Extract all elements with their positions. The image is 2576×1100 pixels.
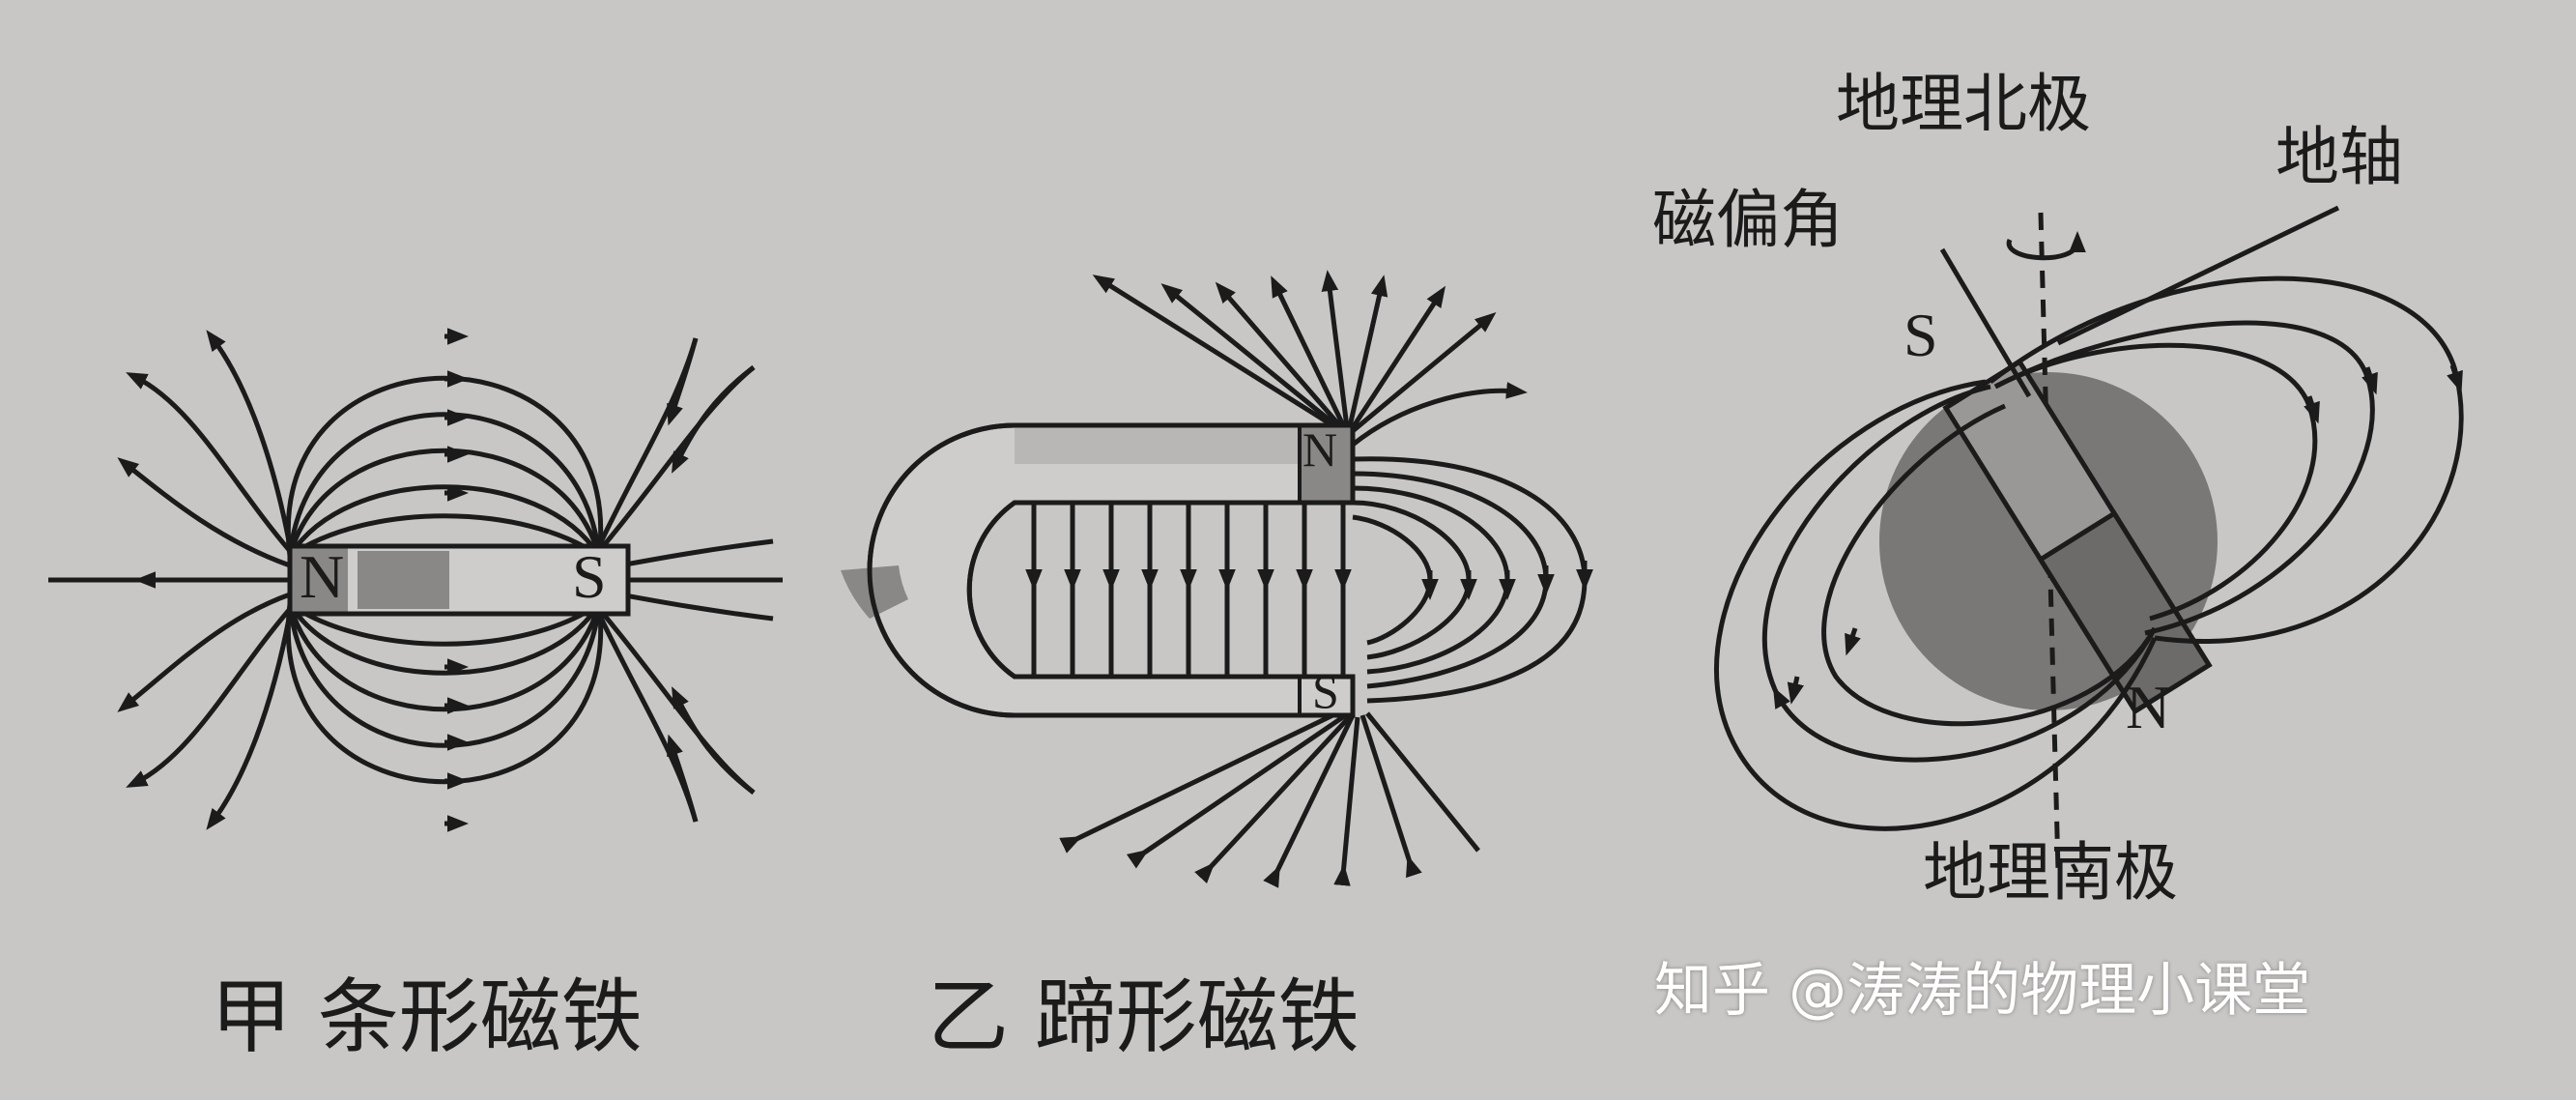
bar-field-line-bottom-1	[288, 601, 601, 647]
earth-field-panel	[1714, 205, 2464, 871]
declination-leader-line	[1939, 247, 2032, 398]
earth-north-magnetic-pole-label: N	[2126, 673, 2171, 741]
bar-magnet-body	[287, 543, 631, 617]
earth-south-magnetic-pole-label: S	[1903, 301, 1938, 369]
geographic-south-label: 地理南极	[1923, 835, 2178, 910]
bar-north-pole-label: N	[300, 542, 345, 611]
declination-label: 磁偏角	[1652, 183, 1844, 257]
horseshoe-south-pole-label: S	[1312, 664, 1339, 718]
horseshoe-magnet-caption: 乙 蹄形磁铁	[928, 970, 1360, 1064]
earth-field-lines	[1714, 205, 2464, 831]
horseshoe-field-lines	[1025, 270, 1593, 888]
horseshoe-magnet-panel	[841, 270, 1593, 888]
earth-inner-magnet	[1942, 358, 2213, 715]
bar-south-pole-label: S	[572, 542, 607, 611]
watermark: 知乎 @涛涛的物理小课堂	[1654, 957, 2311, 1025]
geographic-north-label: 地理北极	[1836, 67, 2091, 141]
bar-magnet-panel	[48, 328, 783, 832]
bar-field-line-top-1	[288, 513, 601, 559]
horseshoe-north-pole-label: N	[1302, 422, 1338, 477]
bar-magnet-caption: 甲 条形磁铁	[211, 970, 643, 1064]
axis-leader-line	[2056, 205, 2340, 346]
horseshoe-magnet-body	[841, 422, 1356, 718]
rotation-arrow	[2006, 231, 2086, 261]
earth-axis-label: 地轴	[2275, 120, 2403, 194]
